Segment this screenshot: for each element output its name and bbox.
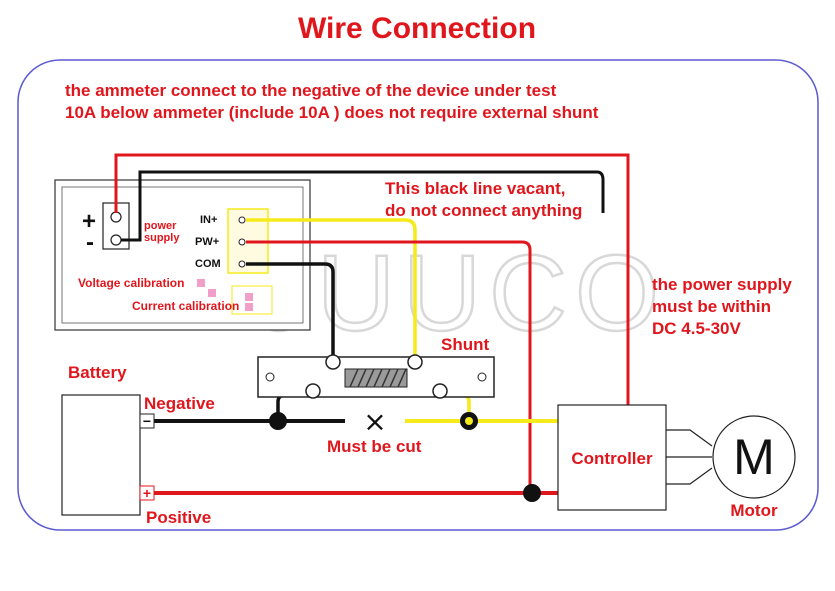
power-terminal-plus — [110, 211, 122, 223]
diagram-frame — [17, 59, 819, 531]
power-label-2: supply — [144, 232, 180, 244]
page-title: Wire Connection — [298, 12, 536, 45]
note-line-2: 10A below ammeter (include 10A ) does no… — [65, 103, 599, 122]
shunt-screw-top-right — [407, 354, 423, 370]
power-terminal-minus — [110, 234, 122, 246]
supply-note-2: must be within — [652, 297, 771, 316]
voltage-calibration-pad — [197, 279, 205, 287]
positive-label: Positive — [146, 508, 211, 527]
pw-plus-label: PW+ — [195, 236, 219, 248]
negative-label: Negative — [144, 394, 215, 413]
vacant-note-1: This black line vacant, — [385, 179, 565, 198]
current-calibration-pad-2 — [245, 303, 253, 311]
shunt-label: Shunt — [441, 335, 489, 354]
cut-mark: × — [363, 405, 386, 438]
pw-plus-terminal — [238, 238, 246, 246]
current-calibration-label: Current calibration — [132, 299, 239, 313]
battery-positive-terminal — [139, 485, 155, 501]
watermark: JUUCO — [255, 232, 667, 353]
supply-note-1: the power supply — [652, 275, 792, 294]
note-line-1: the ammeter connect to the negative of t… — [65, 81, 557, 100]
shunt-hatching — [349, 368, 407, 388]
meter-inner — [61, 186, 304, 324]
minus-sign: - — [86, 229, 94, 256]
vacant-note-2: do not connect anything — [385, 201, 582, 220]
in-plus-terminal — [238, 216, 246, 224]
shunt-hole-left — [265, 372, 275, 382]
junction-positive — [523, 484, 541, 502]
shunt-hole-right — [477, 372, 487, 382]
black-com-wire — [246, 262, 335, 362]
shunt-screw-bottom-right — [432, 383, 448, 399]
battery-label: Battery — [68, 363, 127, 382]
com-label: COM — [195, 258, 221, 270]
red-power-wire — [114, 153, 630, 406]
shunt-screw-bottom-left — [305, 383, 321, 399]
motor-label: Motor — [730, 501, 778, 520]
controller-label: Controller — [571, 449, 653, 468]
calibration-box — [231, 285, 273, 315]
red-pw-plus-wire — [246, 240, 532, 493]
battery-body — [61, 394, 141, 516]
voltage-calibration-pad-2 — [208, 289, 216, 297]
motor-circle — [712, 415, 796, 499]
controller-motor-wires — [666, 429, 713, 485]
must-be-cut-label: Must be cut — [327, 437, 422, 456]
current-calibration-pad — [245, 293, 253, 301]
voltage-calibration-label: Voltage calibration — [78, 276, 184, 290]
com-terminal — [238, 260, 246, 268]
battery-positive-sign: + — [143, 485, 151, 501]
junction-negative-yellow-core — [465, 417, 473, 425]
battery-negative-sign: − — [143, 413, 151, 429]
yellow-in-plus-wire — [246, 218, 417, 362]
power-label-1: power — [144, 220, 177, 232]
controller-box — [557, 404, 667, 511]
supply-note-3: DC 4.5-30V — [652, 319, 741, 338]
battery-negative-terminal — [139, 413, 155, 429]
shunt-screw-top-left — [325, 354, 341, 370]
plus-sign: + — [82, 208, 96, 235]
junction-negative-black — [269, 412, 287, 430]
black-vacant-wire — [121, 170, 605, 242]
in-plus-label: IN+ — [200, 214, 217, 226]
motor-letter: M — [733, 429, 775, 485]
